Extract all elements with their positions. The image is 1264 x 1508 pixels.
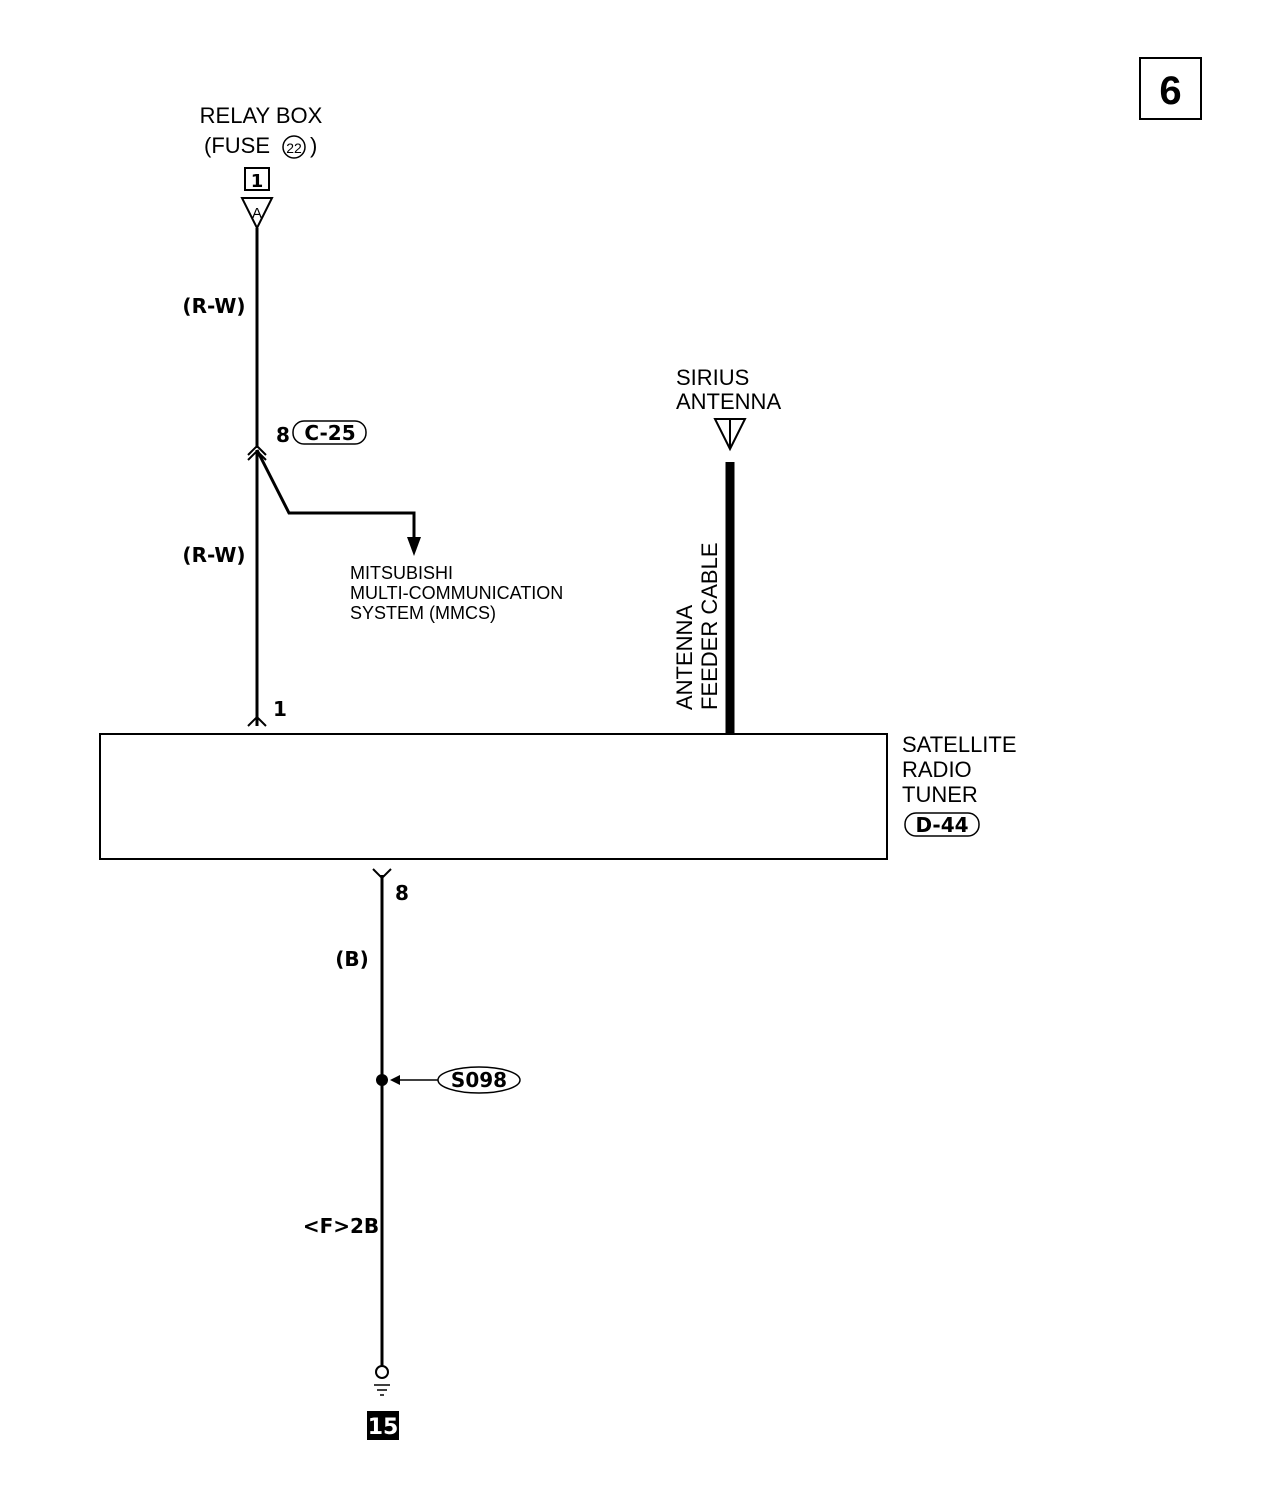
mmcs-line2: MULTI-COMMUNICATION xyxy=(350,583,563,603)
ground-circuit-label: <F>2B xyxy=(303,1214,379,1238)
relay-terminal: 1 A xyxy=(240,167,274,231)
wire-upper-color: (R-W) xyxy=(182,294,245,318)
wire-lower-color: (B) xyxy=(335,947,369,971)
tuner-pin1-label: 1 xyxy=(273,697,287,721)
ground-icon xyxy=(374,1365,390,1396)
mmcs-label: MITSUBISHI MULTI-COMMUNICATION SYSTEM (M… xyxy=(350,563,563,623)
ground-number-box xyxy=(367,1411,399,1440)
page-number-box: 6 xyxy=(1139,57,1202,120)
antenna-line1: SIRIUS xyxy=(676,365,749,390)
connector-c25-pin: 8 xyxy=(276,423,290,447)
tuner-line1: SATELLITE xyxy=(902,732,1017,757)
tuner-line2: RADIO xyxy=(902,757,972,782)
splice-id: S098 xyxy=(451,1068,507,1092)
relay-connector-triangle xyxy=(240,197,274,231)
antenna-line2: ANTENNA xyxy=(676,389,781,414)
splice-label-oval xyxy=(437,1066,521,1094)
connector-c25-id: C-25 xyxy=(304,421,355,445)
relay-box-title: RELAY BOX xyxy=(200,103,323,128)
tuner-pin8-label: 8 xyxy=(395,881,409,905)
tuner-label: SATELLITE RADIO TUNER D-44 xyxy=(902,732,1017,837)
fuse-number: 22 xyxy=(286,140,302,156)
tuner-line3: TUNER xyxy=(902,782,978,807)
ground-number: 15 xyxy=(368,1415,399,1440)
cable-label-line2: FEEDER CABLE xyxy=(697,543,722,711)
mmcs-line3: SYSTEM (MMCS) xyxy=(350,603,496,623)
relay-box-label: RELAY BOX (FUSE 22 ) xyxy=(200,103,323,159)
relay-connector-letter: A xyxy=(252,205,262,222)
cable-label-line1: ANTENNA xyxy=(672,605,697,710)
splice-pointer-arrow-icon xyxy=(390,1075,400,1085)
fuse-close: ) xyxy=(310,133,317,158)
satellite-radio-tuner-box xyxy=(99,733,888,860)
wire-branch-mmcs xyxy=(255,449,416,540)
antenna-feeder-cable-label: ANTENNA FEEDER CABLE xyxy=(672,543,722,711)
fuse-label: (FUSE xyxy=(204,133,270,158)
fuse-number-circle xyxy=(282,135,306,159)
connector-c25: 8 C-25 xyxy=(247,420,367,461)
page-number: 6 xyxy=(1159,69,1181,113)
relay-terminal-number: 1 xyxy=(251,171,264,192)
mmcs-arrow-icon xyxy=(407,537,421,556)
wire-middle-color: (R-W) xyxy=(182,543,245,567)
tuner-connector-id: D-44 xyxy=(915,813,968,837)
splice-point xyxy=(376,1074,388,1086)
mmcs-line1: MITSUBISHI xyxy=(350,563,453,583)
sirius-antenna: SIRIUS ANTENNA xyxy=(676,365,781,452)
tuner-pin1-connector xyxy=(247,715,267,727)
